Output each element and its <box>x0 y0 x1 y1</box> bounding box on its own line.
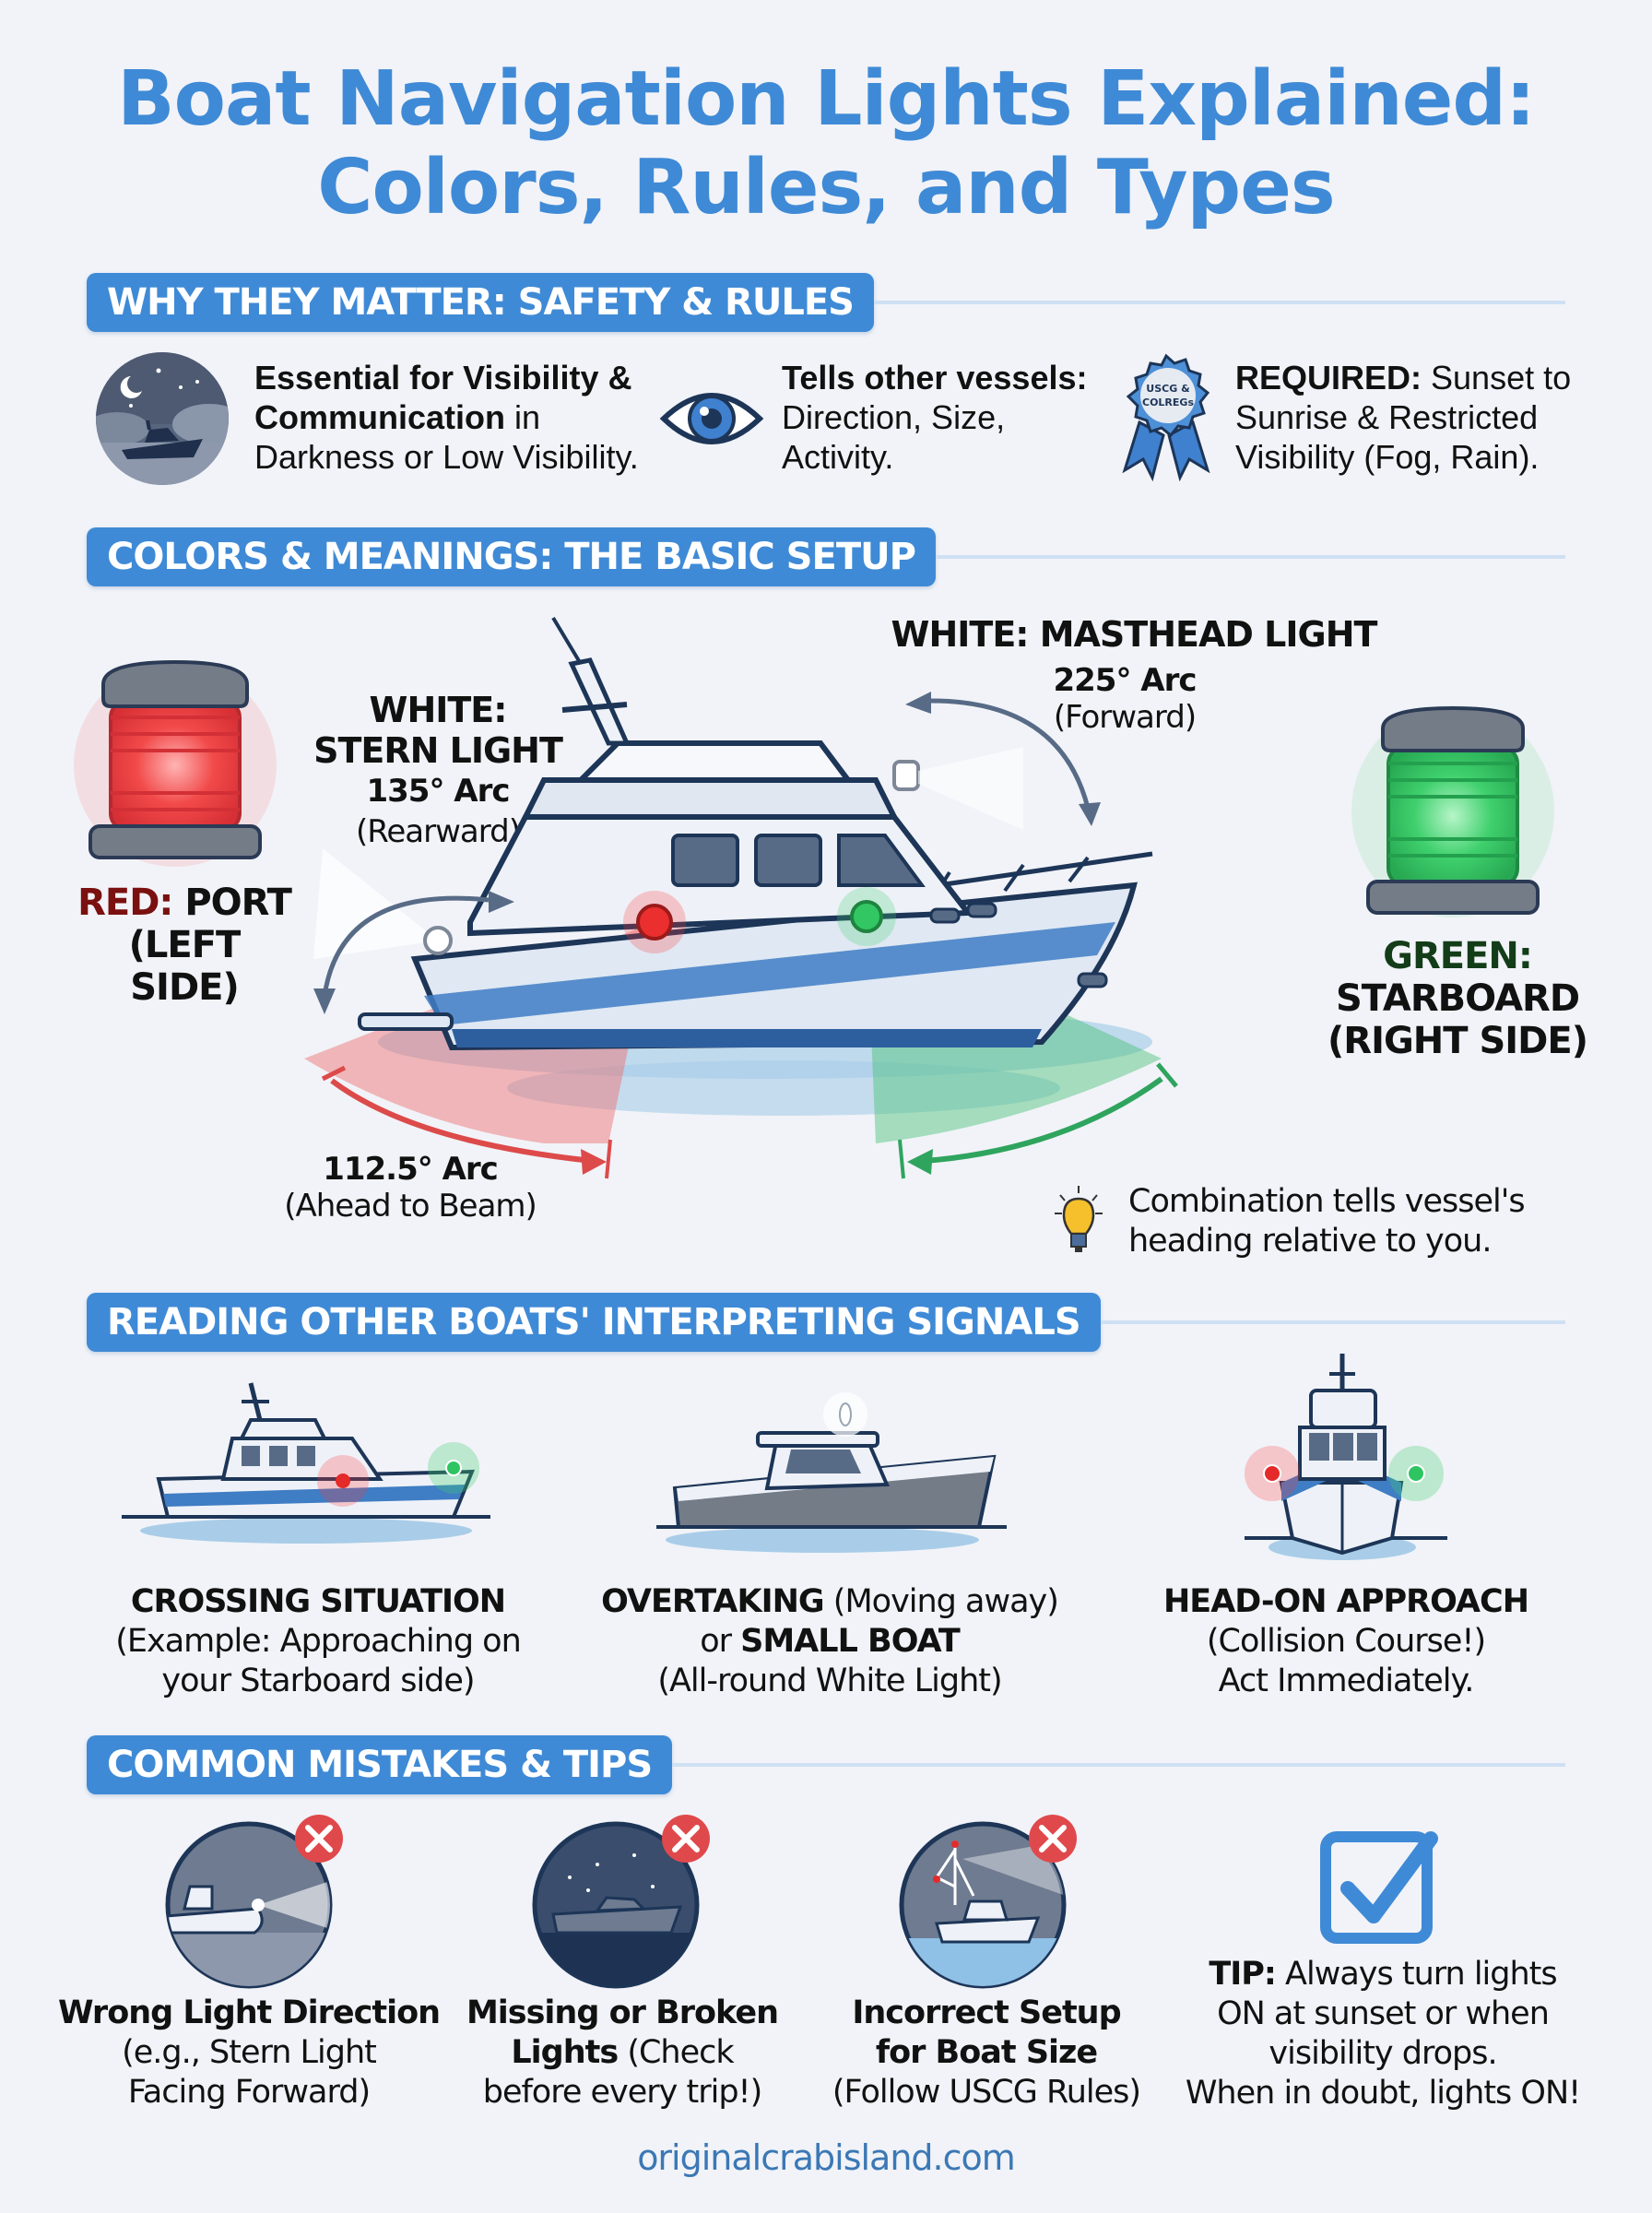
stern-light-label: WHITE: STERN LIGHT 135° Arc (Rearward) <box>304 690 572 852</box>
sidelight-arc-label: 112.5° Arc (Ahead to Beam) <box>267 1151 553 1225</box>
signal-title-rest: (Moving away) <box>823 1583 1059 1620</box>
title-line-1: Boat Navigation Lights Explained: <box>117 55 1536 143</box>
masthead-light-label: WHITE: MASTHEAD LIGHT <box>885 614 1383 655</box>
signal-crossing: CROSSING SITUATION (Example: Approaching… <box>101 1582 535 1701</box>
divider <box>672 1763 1565 1767</box>
section-title-mistakes: COMMON MISTAKES & TIPS <box>87 1735 673 1794</box>
mistake-bold: for Boat Size <box>875 2034 1098 2071</box>
stern-dir: (Rearward) <box>356 813 521 850</box>
why-item-visibility: Essential for Visibility & Communication… <box>254 358 660 477</box>
signal-title: CROSSING SITUATION <box>130 1583 506 1620</box>
mistake-bold: Missing or Broken <box>466 1994 779 2031</box>
red-port-lantern-icon <box>74 659 277 867</box>
divider <box>935 555 1565 559</box>
green-starboard-label: GREEN: STARBOARD (RIGHT SIDE) <box>1324 935 1591 1062</box>
night-boat-icon <box>96 352 229 485</box>
mistake-incorrect-setup: Incorrect Setup for Boat Size (Follow US… <box>811 1994 1162 2112</box>
section-header-mistakes: COMMON MISTAKES & TIPS <box>87 1735 1565 1794</box>
stern-line1: WHITE: <box>369 690 508 730</box>
masthead-arc: 225° Arc <box>1053 662 1197 699</box>
signal-overtaking: OVERTAKING (Moving away) or SMALL BOAT (… <box>590 1582 1069 1701</box>
masthead-dir: (Forward) <box>1053 699 1197 736</box>
stern-line2: STERN LIGHT <box>313 730 563 771</box>
red-color-word: RED: <box>77 882 173 924</box>
incorrect-setup-icon <box>899 1815 1077 1989</box>
divider <box>873 301 1565 304</box>
masthead-arc-label: 225° Arc (Forward) <box>1014 662 1235 736</box>
svg-text:USCG &: USCG & <box>1146 383 1190 395</box>
signal-line3: (All-round White Light) <box>657 1663 1002 1699</box>
signal-line2-pre: or <box>700 1623 741 1660</box>
tip-line: When in doubt, lights ON! <box>1185 2075 1581 2112</box>
tip-line: Always turn lights <box>1275 1956 1558 1993</box>
why-item-rest: Sunset to Sunrise & Restricted Visibilit… <box>1235 359 1572 476</box>
why-item-required: REQUIRED: Sunset to Sunrise & Restricted… <box>1235 358 1586 477</box>
tip-line1: Combination tells vessel's <box>1128 1183 1526 1220</box>
sidelight-arc: 112.5° Arc <box>323 1151 499 1188</box>
right-side-label: (RIGHT SIDE) <box>1328 1020 1588 1062</box>
section-header-signals: READING OTHER BOATS' INTERPRETING SIGNAL… <box>87 1293 1565 1352</box>
signal-title: OVERTAKING <box>601 1583 825 1620</box>
why-item-rest: Direction, Size, Activity. <box>782 398 1006 476</box>
green-starboard-lantern-icon <box>1351 705 1554 917</box>
why-item-bold: Tells other vessels: <box>782 359 1088 396</box>
missing-light-icon <box>532 1815 710 1989</box>
title-line-2: Colors, Rules, and Types <box>317 144 1335 231</box>
mistake-wrong-direction: Wrong Light Direction (e.g., Stern Light… <box>55 1994 442 2112</box>
starboard-word: STARBOARD <box>1335 977 1580 1020</box>
section-title-signals: READING OTHER BOATS' INTERPRETING SIGNAL… <box>87 1293 1101 1352</box>
tip-line: visibility drops. <box>1268 2035 1497 2072</box>
section-header-colors: COLORS & MEANINGS: THE BASIC SETUP <box>87 527 1565 586</box>
signal-line2: (Example: Approaching on <box>115 1623 522 1660</box>
section-title-why: WHY THEY MATTER: SAFETY & RULES <box>87 273 874 332</box>
port-word: PORT <box>172 882 292 924</box>
crossing-boat-icon <box>122 1382 490 1544</box>
section-header-why: WHY THEY MATTER: SAFETY & RULES <box>87 273 1565 332</box>
divider <box>1100 1320 1565 1324</box>
checkbox-icon <box>1320 1831 1438 1944</box>
left-side-label: (LEFT SIDE) <box>128 924 242 1009</box>
mistake-rest: (Follow USCG Rules) <box>832 2074 1141 2111</box>
tip-lights-on: TIP: Always turn lights ON at sunset or … <box>1171 1955 1595 2113</box>
head-on-boat-icon <box>1245 1354 1447 1560</box>
mistake-rest: (e.g., Stern Light <box>122 2034 377 2071</box>
tip-bold: TIP: <box>1209 1956 1277 1993</box>
red-port-label: RED: PORT (LEFT SIDE) <box>74 882 295 1009</box>
mistake-bold: Incorrect Setup <box>852 1994 1121 2031</box>
lightbulb-icon <box>1055 1186 1103 1252</box>
mistake-missing-lights: Missing or Broken Lights (Check before e… <box>442 1994 802 2112</box>
why-item-bold: Essential for Visibility & Communication <box>254 359 632 436</box>
signal-head-on: HEAD-ON APPROACH (Collision Course!) Act… <box>1125 1582 1567 1701</box>
section-title-colors: COLORS & MEANINGS: THE BASIC SETUP <box>87 527 936 586</box>
tip-line: ON at sunset or when <box>1217 1995 1550 2032</box>
overtaking-boat-icon <box>656 1392 1007 1553</box>
signal-title: HEAD-ON APPROACH <box>1163 1583 1529 1620</box>
combination-tip: Combination tells vessel's heading relat… <box>1128 1182 1571 1261</box>
page-title: Boat Navigation Lights Explained: Colors… <box>0 55 1652 232</box>
why-item-bold: REQUIRED: <box>1235 359 1422 396</box>
stern-arc: 135° Arc <box>366 773 510 810</box>
signal-line3: Act Immediately. <box>1218 1663 1475 1699</box>
tip-line2: heading relative to you. <box>1128 1223 1492 1260</box>
mistake-rest: Facing Forward) <box>127 2074 371 2111</box>
mistake-bold: Wrong Light Direction <box>57 1994 441 2031</box>
boat-light-arcs-diagram <box>304 616 1178 1179</box>
signal-line2-bold: SMALL BOAT <box>740 1623 961 1660</box>
wrong-direction-icon <box>165 1815 343 1989</box>
eye-icon <box>659 393 764 444</box>
green-color-word: GREEN: <box>1383 935 1533 977</box>
sidelight-dir: (Ahead to Beam) <box>284 1188 537 1225</box>
signal-line2: (Collision Course!) <box>1206 1623 1486 1660</box>
mistake-rest: (Check <box>618 2034 734 2071</box>
why-item-tells-vessels: Tells other vessels: Direction, Size, Ac… <box>782 358 1095 477</box>
award-ribbon-icon: USCG & COLREGs <box>1122 353 1210 482</box>
mistake-rest: before every trip!) <box>482 2074 763 2111</box>
signal-line3: your Starboard side) <box>161 1663 475 1699</box>
mistake-bold: Lights <box>511 2034 619 2071</box>
why-item-rest: in Darkness or Low Visibility. <box>254 398 639 476</box>
svg-text:COLREGs: COLREGs <box>1142 396 1194 408</box>
footer-url[interactable]: originalcrabisland.com <box>637 2137 1016 2178</box>
masthead-line1: WHITE: MASTHEAD LIGHT <box>891 614 1378 655</box>
